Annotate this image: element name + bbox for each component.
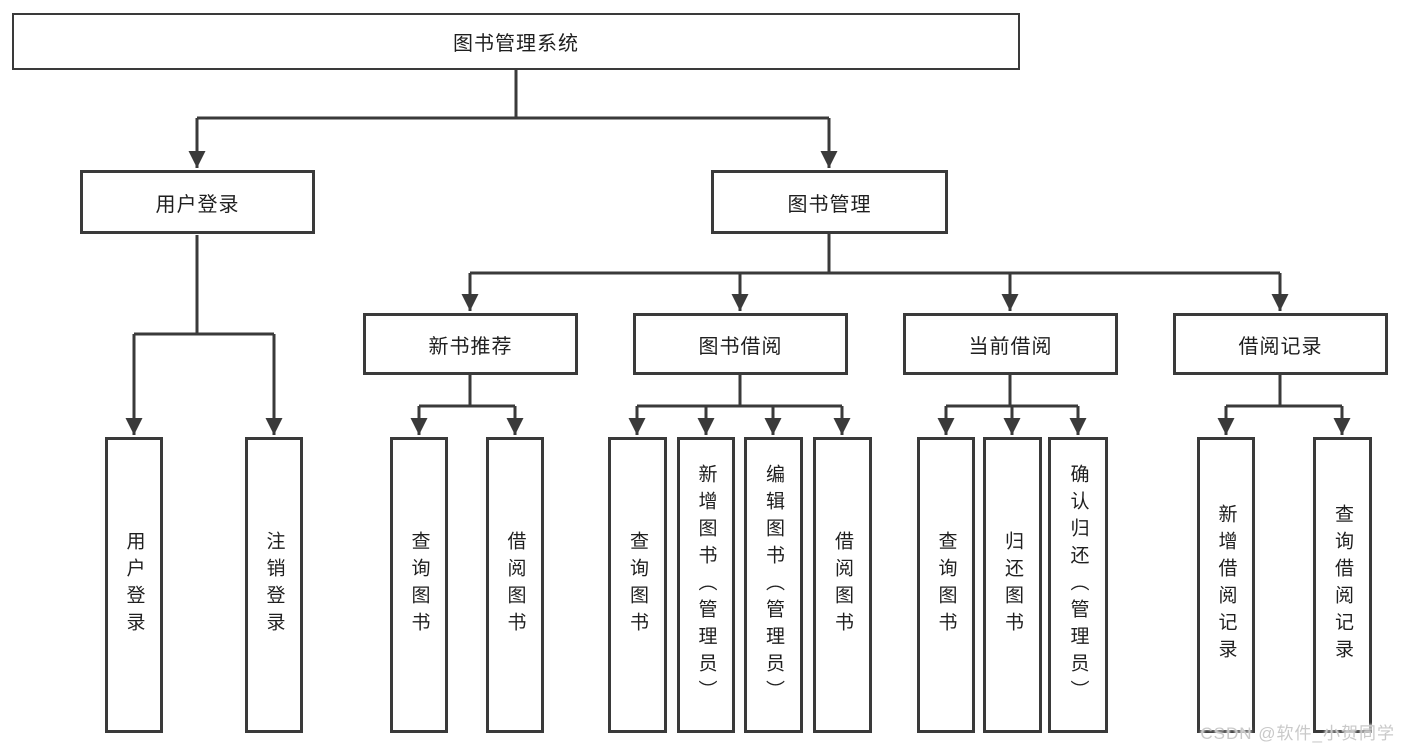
- node-label: 归还图书: [1002, 531, 1023, 639]
- node-nb-borrow-books: 借阅图书: [486, 437, 544, 733]
- node-book-management: 图书管理: [711, 170, 948, 234]
- node-bb-edit-books-admin: 编辑图书（管理员）: [744, 437, 803, 733]
- node-label: 查询图书: [627, 531, 648, 639]
- node-bb-borrow-books: 借阅图书: [813, 437, 872, 733]
- node-label: 确认归还（管理员）: [1067, 463, 1089, 707]
- node-label: 借阅图书: [832, 531, 853, 639]
- node-user-login: 用户登录: [80, 170, 315, 234]
- node-label: 借阅图书: [504, 531, 526, 639]
- node-current-borrow: 当前借阅: [903, 313, 1118, 375]
- node-label: 图书管理系统: [453, 33, 579, 55]
- node-label: 新书推荐: [428, 335, 513, 358]
- node-system-root: 图书管理系统: [12, 13, 1020, 70]
- node-bb-add-books-admin: 新增图书（管理员）: [677, 437, 735, 733]
- node-br-add-record: 新增借阅记录: [1197, 437, 1255, 733]
- node-label: 图书借阅: [698, 335, 783, 358]
- node-label: 查询图书: [408, 531, 430, 639]
- node-label: 注销登录: [263, 531, 285, 639]
- node-label: 用户登录: [123, 531, 145, 639]
- node-cb-query-books: 查询图书: [917, 437, 975, 733]
- node-cb-confirm-return-admin: 确认归还（管理员）: [1048, 437, 1108, 733]
- node-book-borrow: 图书借阅: [633, 313, 848, 375]
- node-borrow-records: 借阅记录: [1173, 313, 1388, 375]
- node-label: 新增借阅记录: [1215, 504, 1237, 666]
- node-label: 查询借阅记录: [1332, 504, 1353, 666]
- node-user-login-action: 用户登录: [105, 437, 163, 733]
- node-label: 图书管理: [787, 193, 872, 216]
- watermark: CSDN @软件_小贺同学: [1200, 724, 1395, 743]
- node-label: 查询图书: [935, 531, 957, 639]
- node-nb-query-books: 查询图书: [390, 437, 448, 733]
- node-label: 新增图书（管理员）: [695, 463, 717, 707]
- node-label: 当前借阅: [968, 335, 1053, 358]
- node-br-query-record: 查询借阅记录: [1313, 437, 1372, 733]
- node-logout-action: 注销登录: [245, 437, 303, 733]
- node-label: 借阅记录: [1238, 335, 1323, 358]
- node-label: 用户登录: [155, 193, 240, 216]
- node-bb-query-books: 查询图书: [608, 437, 667, 733]
- node-label: 编辑图书（管理员）: [763, 463, 784, 707]
- node-cb-return-books: 归还图书: [983, 437, 1042, 733]
- node-new-book-recommend: 新书推荐: [363, 313, 578, 375]
